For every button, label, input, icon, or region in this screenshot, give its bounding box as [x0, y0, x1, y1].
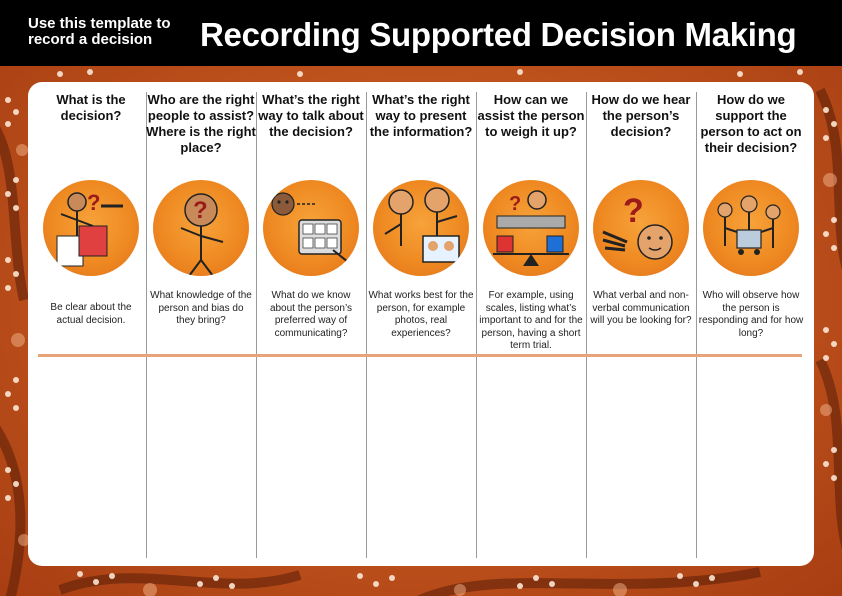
column-title: What’s the right way to present the info… — [369, 92, 473, 139]
template-card: What is the decision? ? Be clear about t… — [28, 82, 814, 566]
person-question-icon: ? — [153, 180, 249, 276]
column-divider — [476, 92, 477, 558]
column-description: What knowledge of the person and bias do… — [150, 290, 252, 327]
support-group-icon — [703, 180, 799, 276]
column-title: What’s the right way to talk about the d… — [258, 92, 364, 139]
column-title: How can we assist the person to weigh it… — [477, 92, 585, 139]
column-act: How do we support the person to act on t… — [696, 92, 806, 556]
page-title: Recording Supported Decision Making — [200, 16, 797, 53]
column-weigh: How can we assist the person to weigh it… — [476, 92, 586, 556]
column-description: Be clear about the actual decision. — [50, 302, 132, 326]
column-title: How do we hear the person’s decision? — [591, 92, 691, 139]
column-description: What verbal and non-verbal communication… — [590, 290, 692, 327]
section-rule — [38, 354, 802, 357]
svg-text:?: ? — [87, 190, 100, 215]
header-bar: Use this template to record a decision R… — [0, 0, 842, 66]
svg-text:?: ? — [623, 192, 644, 230]
column-description: What do we know about the person’s prefe… — [269, 290, 353, 339]
column-divider — [256, 92, 257, 558]
column-divider — [696, 92, 697, 558]
column-decision: What is the decision? ? Be clear about t… — [36, 92, 146, 556]
column-divider — [586, 92, 587, 558]
column-description: What works best for the person, for exam… — [368, 290, 474, 339]
hearing-person-icon: ? — [593, 180, 689, 276]
column-title: What is the decision? — [56, 92, 126, 123]
column-divider — [146, 92, 147, 558]
header-note: Use this template to record a decision — [28, 15, 171, 48]
column-divider — [366, 92, 367, 558]
column-talk: What’s the right way to talk about the d… — [256, 92, 366, 556]
svg-text:?: ? — [509, 193, 521, 215]
communication-device-icon — [263, 180, 359, 276]
column-description: Who will observe how the person is respo… — [698, 290, 804, 339]
svg-text:?: ? — [193, 197, 208, 224]
column-title: Who are the right people to assist? Wher… — [146, 92, 256, 155]
column-present: What’s the right way to present the info… — [366, 92, 476, 556]
column-title: How do we support the person to act on t… — [700, 92, 802, 155]
column-hear: How do we hear the person’s decision? ? … — [586, 92, 696, 556]
decision-question-icon: ? — [43, 180, 139, 276]
people-photo-icon — [373, 180, 469, 276]
column-description: For example, using scales, listing what’… — [479, 290, 583, 352]
column-people: Who are the right people to assist? Wher… — [146, 92, 256, 556]
balance-scale-icon: ? — [483, 180, 579, 276]
